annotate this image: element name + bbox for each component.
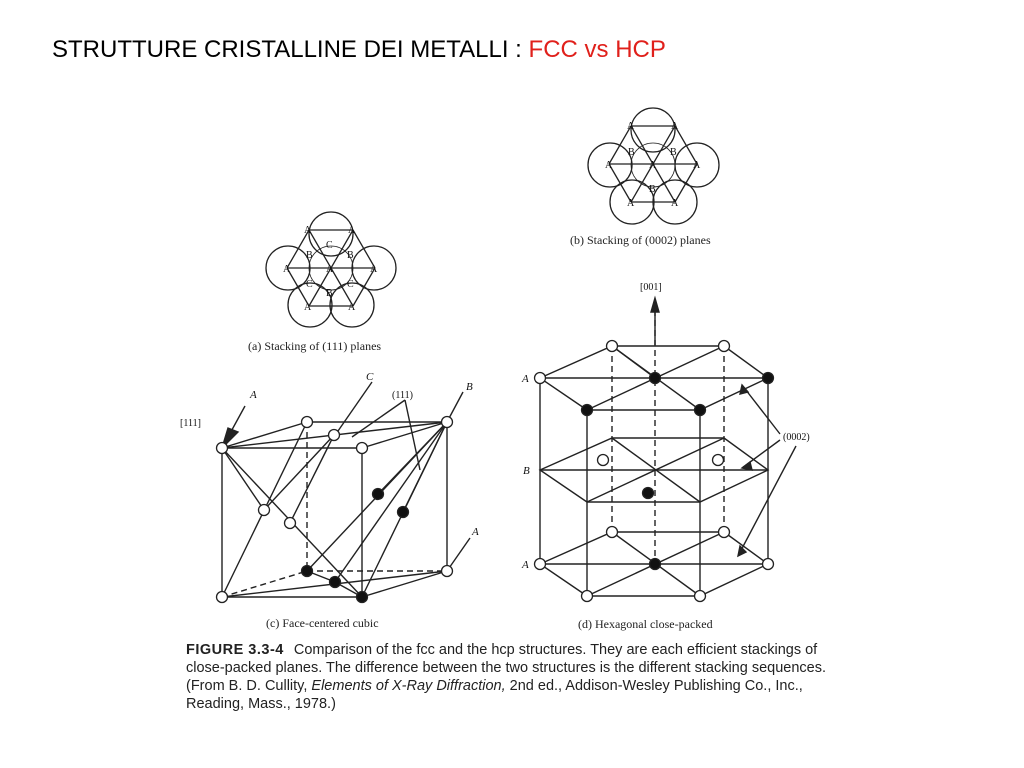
panel-d-layer-a-top: A	[521, 373, 529, 385]
svg-text:B: B	[649, 184, 656, 195]
panel-c-caption: (c) Face-centered cubic	[266, 616, 379, 630]
panel-d-plane-label: (0002)	[783, 432, 810, 443]
svg-text:A: A	[627, 121, 635, 132]
panel-d-direction-label: [001]	[640, 282, 662, 293]
svg-text:C: C	[347, 279, 354, 290]
title-highlight: FCC vs HCP	[528, 36, 666, 63]
figure-caption-book: Elements of X-Ray Diffraction,	[311, 678, 506, 694]
panel-d-caption: (d) Hexagonal close-packed	[578, 617, 713, 631]
svg-text:A: A	[671, 121, 679, 132]
figure-caption-text-1: Comparison of the fcc and the hcp struct…	[186, 642, 826, 694]
panel-b-letters: A A B B A A A B A A	[605, 121, 701, 209]
panel-a-caption: (a) Stacking of (111) planes	[248, 339, 381, 353]
panel-c-direction-label: [111]	[180, 418, 201, 429]
panel-d-hcp-cell	[538, 295, 797, 597]
panel-d-atoms	[533, 339, 775, 603]
svg-text:A: A	[283, 264, 291, 275]
svg-text:A: A	[326, 264, 334, 275]
panel-c-layer-a-top: A	[249, 389, 257, 401]
panel-a-stacking-diagram	[265, 211, 397, 328]
svg-text:A: A	[627, 198, 635, 209]
svg-text:A: A	[605, 160, 613, 171]
svg-text:C: C	[326, 240, 333, 251]
panel-c-layer-a-bottom: A	[471, 526, 479, 538]
svg-text:A: A	[304, 302, 312, 313]
panel-b-stacking-diagram	[587, 107, 720, 225]
svg-text:A: A	[348, 225, 356, 236]
svg-text:A: A	[304, 225, 312, 236]
svg-text:C: C	[306, 279, 313, 290]
svg-text:B: B	[628, 147, 635, 158]
svg-text:B: B	[670, 147, 677, 158]
svg-text:B: B	[326, 288, 333, 299]
svg-text:A: A	[649, 160, 657, 171]
panel-c-layer-c: C	[366, 371, 374, 383]
panel-b-caption: (b) Stacking of (0002) planes	[570, 233, 711, 247]
panel-a-letters: A A C B B A A A C C B A A	[283, 225, 378, 313]
panel-c-fcc-cell	[221, 381, 471, 598]
title-main: STRUTTURE CRISTALLINE DEI METALLI :	[52, 36, 529, 63]
slide-title: STRUTTURE CRISTALLINE DEI METALLI : FCC …	[52, 36, 666, 64]
panel-c-plane-label: (111)	[392, 390, 413, 401]
svg-text:A: A	[671, 198, 679, 209]
svg-text:B: B	[306, 250, 313, 261]
panel-c-layer-b: B	[466, 381, 473, 393]
panel-c-atoms	[215, 415, 454, 604]
svg-text:B: B	[347, 250, 354, 261]
figure-number: FIGURE 3.3-4	[186, 642, 284, 658]
figure-caption-text-2: 2nd ed., Addison-Wesley Publishing Co., …	[186, 678, 803, 712]
panel-d-layer-a-bottom: A	[521, 559, 529, 571]
svg-text:A: A	[693, 160, 701, 171]
panel-d-layer-b: B	[523, 465, 530, 477]
svg-text:A: A	[348, 302, 356, 313]
svg-text:A: A	[370, 264, 378, 275]
